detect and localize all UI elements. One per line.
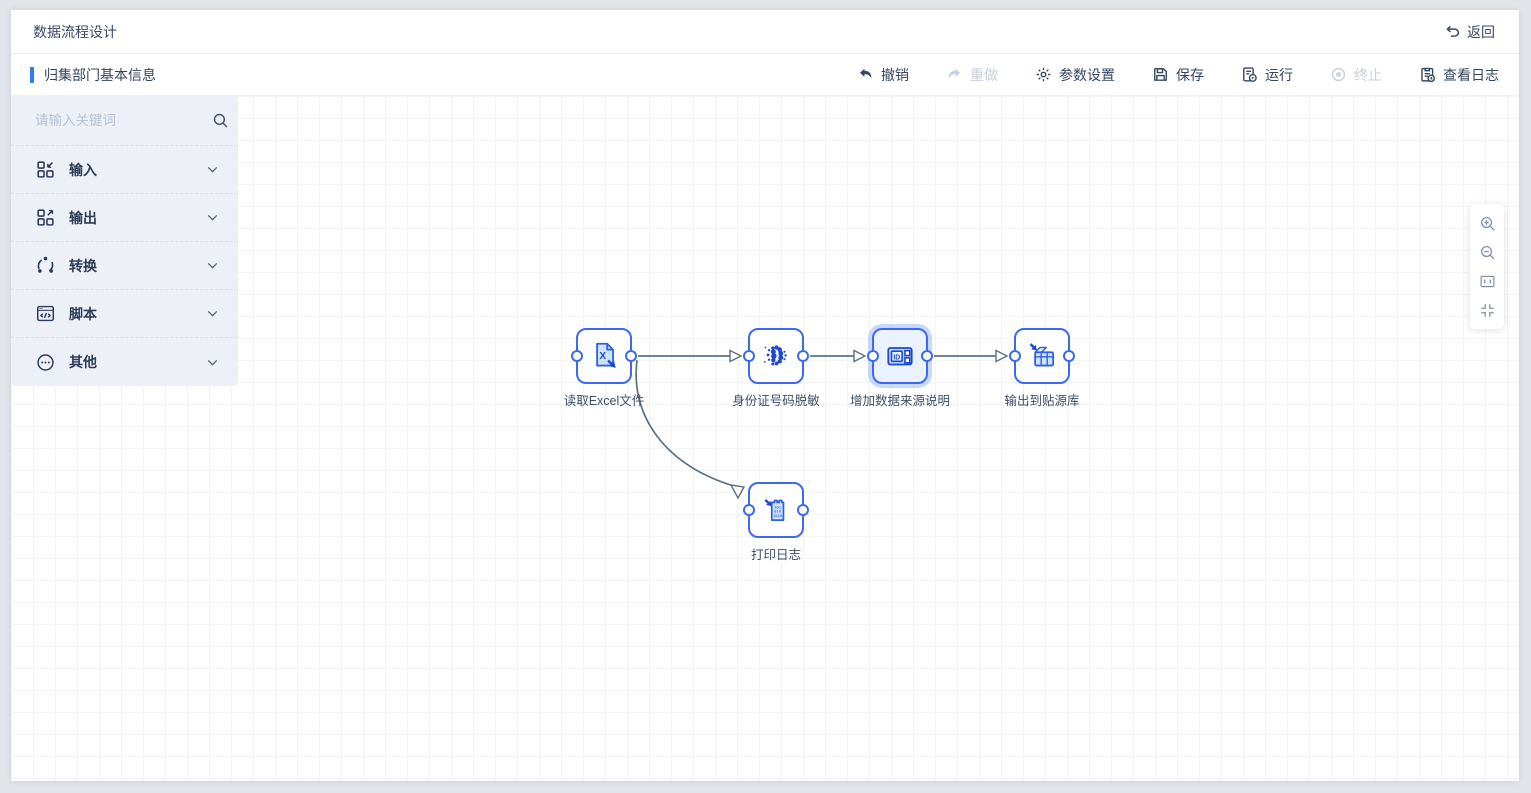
group-label-output: 输出 — [69, 209, 97, 226]
node-label: 输出到贴源库 — [1004, 394, 1080, 408]
output-port[interactable] — [921, 350, 933, 362]
input-port[interactable] — [743, 504, 755, 516]
code-window-icon — [35, 303, 56, 324]
input-port[interactable] — [743, 350, 755, 362]
flow-header: 归集部门基本信息 撤销 重做 参数设置 保存 运行 终止 查看日志 — [11, 54, 1519, 96]
search-icon[interactable] — [212, 112, 229, 129]
flow-node-n2[interactable]: 身份证号码脱敏 — [732, 328, 820, 408]
group-label-input: 输入 — [69, 161, 97, 178]
input-port[interactable] — [571, 350, 583, 362]
save-icon — [1152, 66, 1169, 83]
run-label: 运行 — [1265, 66, 1293, 83]
id-card-icon: ID — [883, 339, 917, 373]
svg-text:ID: ID — [893, 355, 900, 362]
undo-label: 撤销 — [881, 66, 909, 83]
edges-layer — [635, 349, 1009, 500]
node-label: 打印日志 — [750, 548, 802, 562]
zoom-out-button[interactable] — [1475, 240, 1499, 264]
node-label: 增加数据来源说明 — [849, 394, 951, 408]
grid-out-icon — [35, 207, 56, 228]
palette-group-other[interactable]: 其他 — [11, 338, 238, 386]
svg-text:010: 010 — [774, 509, 782, 514]
flow-name-block: 归集部门基本信息 — [30, 65, 156, 85]
output-port[interactable] — [625, 350, 637, 362]
svg-text:101: 101 — [774, 504, 782, 509]
node-label: 读取Excel文件 — [563, 394, 645, 408]
toolbar: 撤销 重做 参数设置 保存 运行 终止 查看日志 — [857, 65, 1499, 85]
input-port[interactable] — [867, 350, 879, 362]
run-button[interactable]: 运行 — [1241, 65, 1293, 85]
dataflow-designer-app: 数据流程设计 返回 归集部门基本信息 撤销 重做 参数设置 保存 运行 终止 查看日志 — [11, 10, 1519, 781]
stop-button: 终止 — [1330, 65, 1382, 85]
svg-text:1010: 1010 — [773, 513, 783, 518]
back-arrow-icon — [1444, 23, 1461, 40]
palette-group-script[interactable]: 脚本 — [11, 290, 238, 338]
page-title: 数据流程设计 — [33, 23, 117, 40]
table-in-icon — [1025, 339, 1059, 373]
flow-node-n3[interactable]: ID 增加数据来源说明 — [850, 328, 950, 408]
params-label: 参数设置 — [1059, 66, 1115, 83]
more-circle-icon — [35, 352, 56, 373]
back-label: 返回 — [1467, 23, 1495, 40]
palette-group-output[interactable]: 输出 — [11, 194, 238, 242]
grid-in-icon — [35, 159, 56, 180]
excel-file-icon: X — [587, 339, 621, 373]
flow-name: 归集部门基本信息 — [44, 66, 156, 83]
chevron-down-icon[interactable] — [205, 306, 220, 321]
svg-text:X: X — [599, 351, 606, 362]
redo-label: 重做 — [970, 66, 998, 83]
chevron-down-icon[interactable] — [205, 355, 220, 370]
group-label-transform: 转换 — [69, 257, 97, 274]
palette-search-row — [11, 96, 238, 146]
stop-icon — [1330, 66, 1347, 83]
back-button[interactable]: 返回 — [1444, 22, 1495, 42]
output-port[interactable] — [797, 350, 809, 362]
logs-icon — [1419, 66, 1436, 83]
flow-node-n4[interactable]: 输出到贴源库 — [1004, 328, 1080, 408]
zoom-in-button[interactable] — [1475, 211, 1499, 235]
zoom-controls — [1470, 204, 1504, 329]
flow-node-n1[interactable]: X 读取Excel文件 — [564, 328, 644, 408]
params-button[interactable]: 参数设置 — [1035, 65, 1115, 85]
params-icon — [1035, 66, 1052, 83]
redo-icon — [946, 66, 963, 83]
undo-icon — [857, 66, 874, 83]
output-port[interactable] — [1063, 350, 1075, 362]
redo-button: 重做 — [946, 65, 998, 85]
palette-group-input[interactable]: 输入 — [11, 146, 238, 194]
palette-groups: 输入输出转换脚本其他 — [11, 146, 238, 386]
title-bar: 数据流程设计 返回 — [11, 10, 1519, 54]
save-label: 保存 — [1176, 66, 1204, 83]
search-input[interactable] — [35, 113, 212, 128]
fit-view-button[interactable] — [1475, 298, 1499, 322]
node-label: 身份证号码脱敏 — [732, 394, 820, 408]
chevron-down-icon[interactable] — [205, 258, 220, 273]
logs-label: 查看日志 — [1443, 66, 1499, 83]
chevron-down-icon[interactable] — [205, 162, 220, 177]
accent-bar — [30, 66, 34, 83]
input-port[interactable] — [1009, 350, 1021, 362]
run-icon — [1241, 66, 1258, 83]
group-label-script: 脚本 — [69, 305, 97, 322]
stop-label: 终止 — [1354, 66, 1382, 83]
mask-dots-icon — [759, 339, 793, 373]
cycle-icon — [35, 255, 56, 276]
chevron-down-icon[interactable] — [205, 210, 220, 225]
group-label-other: 其他 — [69, 354, 97, 370]
actual-size-button[interactable] — [1475, 269, 1499, 293]
output-port[interactable] — [797, 504, 809, 516]
save-button[interactable]: 保存 — [1152, 65, 1204, 85]
palette-group-transform[interactable]: 转换 — [11, 242, 238, 290]
logs-button[interactable]: 查看日志 — [1419, 65, 1499, 85]
undo-button[interactable]: 撤销 — [857, 65, 909, 85]
